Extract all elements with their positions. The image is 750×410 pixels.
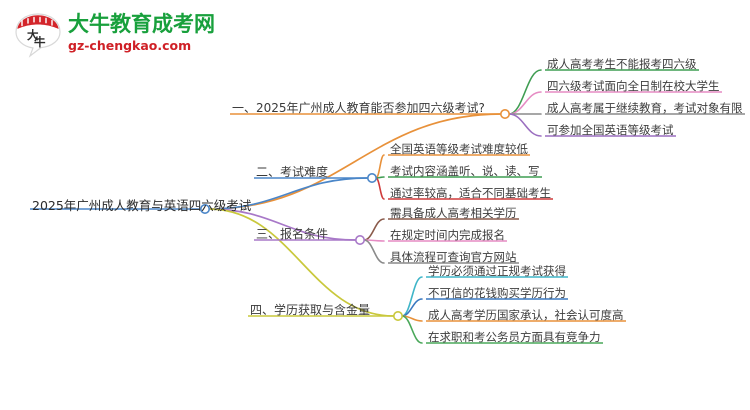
- mindmap-branch-label-3[interactable]: 三、报名条件: [256, 227, 329, 241]
- svg-text:大: 大: [27, 28, 39, 42]
- mindmap-branch-label-1[interactable]: 一、2025年广州成人教育能否参加四六级考试?: [232, 101, 485, 115]
- mindmap-leaf-label-1-1[interactable]: 成人高考考生不能报考四六级: [547, 57, 697, 71]
- mindmap-leaf-label-3-3[interactable]: 具体流程可查询官方网站: [390, 250, 517, 264]
- mindmap-leaf-label-3-1[interactable]: 需具备成人高考相关学历: [390, 206, 517, 220]
- mindmap-leaf-label-1-3[interactable]: 成人高考属于继续教育，考试对象有限: [547, 101, 743, 115]
- mindmap-root-label[interactable]: 2025年广州成人教育与英语四六级考试: [32, 198, 252, 213]
- mindmap-leaf-label-4-1[interactable]: 学历必须通过正规考试获得: [428, 264, 566, 278]
- logo-subtitle: gz-chengkao.com: [68, 38, 192, 53]
- mindmap-leaf-label-2-1[interactable]: 全国英语等级考试难度较低: [390, 142, 528, 156]
- mindmap-branch-label-4[interactable]: 四、学历获取与含金量: [250, 303, 371, 317]
- site-logo: 大 牛 大牛教育成考网 gz-chengkao.com: [14, 10, 234, 62]
- mindmap-edges: [208, 69, 542, 344]
- logo-mark-icon: 大 牛: [15, 13, 61, 58]
- mindmap-leaf-label-2-2[interactable]: 考试内容涵盖听、说、读、写: [390, 164, 540, 178]
- mindmap-leaf-label-4-2[interactable]: 不可信的花钱购买学历行为: [428, 286, 566, 300]
- mindmap-underlines: [30, 69, 745, 344]
- mindmap-leaf-label-1-2[interactable]: 四六级考试面向全日制在校大学生: [547, 79, 720, 93]
- mindmap-leaf-label-4-4[interactable]: 在求职和考公务员方面具有竞争力: [428, 330, 601, 344]
- mindmap-leaf-label-1-4[interactable]: 可参加全国英语等级考试: [547, 123, 674, 137]
- mindmap-leaf-label-3-2[interactable]: 在规定时间内完成报名: [390, 228, 505, 242]
- logo-text: 大牛教育成考网 gz-chengkao.com: [68, 12, 215, 54]
- logo-title: 大牛教育成考网: [68, 12, 215, 36]
- mindmap-branch-label-2[interactable]: 二、考试难度: [256, 165, 329, 179]
- mindmap-leaf-label-4-3[interactable]: 成人高考学历国家承认，社会认可度高: [428, 308, 624, 322]
- svg-text:牛: 牛: [34, 35, 46, 49]
- mindmap-nodes: [200, 109, 510, 321]
- mindmap-leaf-label-2-3[interactable]: 通过率较高，适合不同基础考生: [390, 186, 551, 200]
